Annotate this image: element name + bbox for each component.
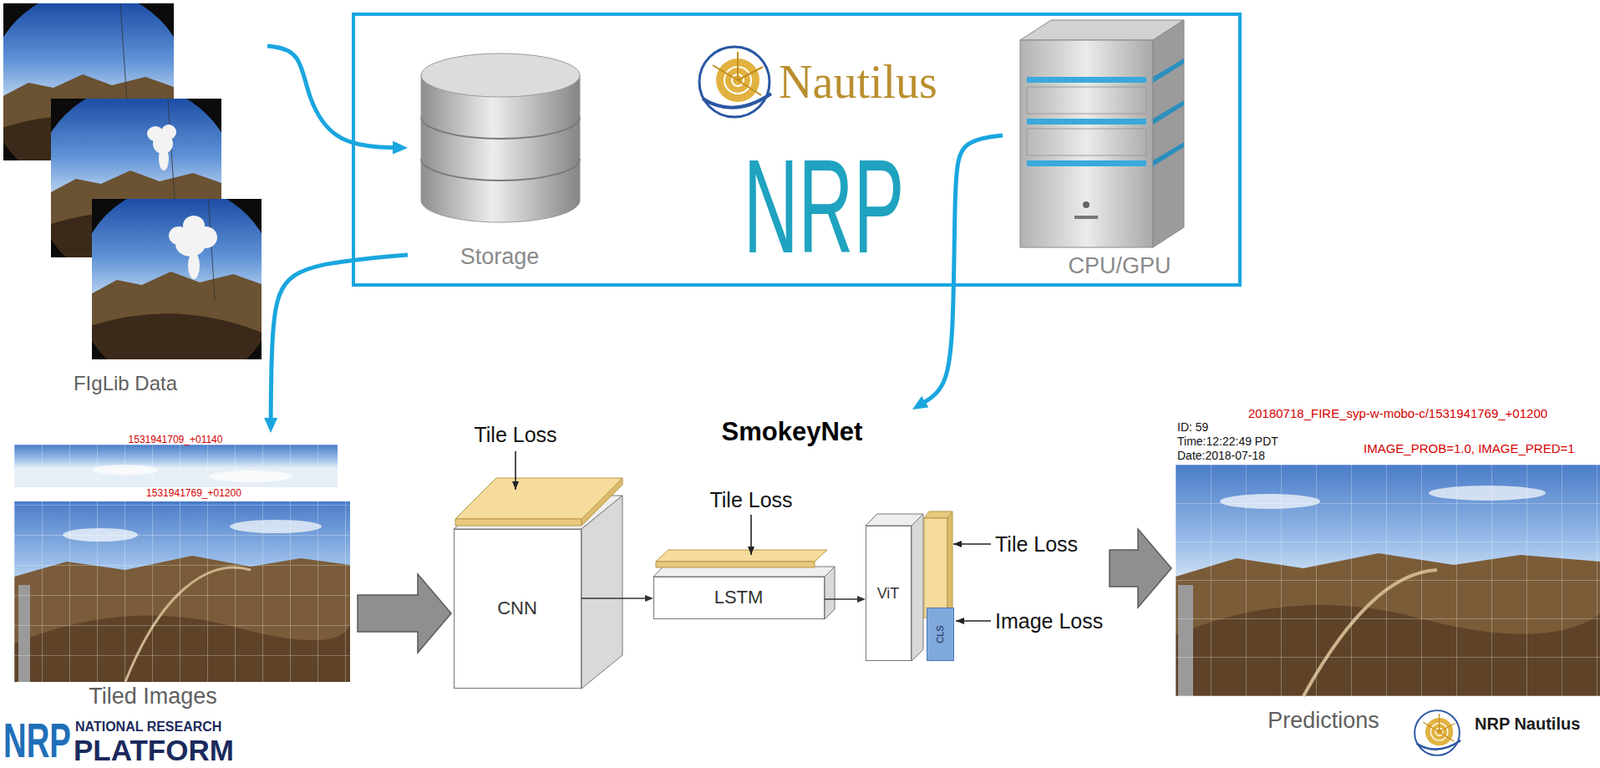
node-label: Nautilus — [778, 55, 938, 109]
camera-frame — [91, 198, 262, 360]
loss-label: Tile Loss — [473, 422, 557, 447]
logo-mark: NRP — [3, 716, 72, 765]
cnn-block: CNN — [453, 528, 582, 689]
prediction-image: Predictions — [1173, 462, 1598, 736]
loss-pointer — [514, 451, 517, 490]
server-icon — [1020, 20, 1184, 248]
cluster-frame: NautilusNRP Storage CPU/GPU — [351, 12, 1242, 287]
node-label: FIgLib Data — [73, 371, 178, 396]
node-label: LSTM — [714, 586, 764, 608]
frame-time: Time:12:22:49 PDT — [1177, 434, 1279, 448]
timestamp-label: 1531941709_+01140 — [128, 434, 224, 447]
smoke-plume — [168, 215, 218, 280]
data-arrow — [824, 598, 859, 600]
image-stack: FIgLib Data — [3, 3, 268, 402]
nautilus-icon — [1414, 710, 1461, 756]
smoke-plume — [147, 124, 177, 171]
file-name: 20180718_FIRE_syp-w-mobo-c/1531941769_+0… — [1248, 406, 1548, 421]
lstm-slab — [653, 549, 835, 620]
server-tower: CPU/GPU — [1002, 16, 1204, 281]
frame-id: ID: 59 — [1177, 420, 1209, 434]
logo-text: NRP Nautilus — [1474, 714, 1580, 734]
prediction-result: IMAGE_PROB=1.0, IMAGE_PRED=1 — [1363, 441, 1575, 456]
flow-arrow — [267, 45, 395, 148]
tiled-frames — [14, 444, 351, 682]
data-arrow — [581, 597, 646, 600]
node-label: CLS — [934, 624, 946, 643]
node-label: ViT — [877, 584, 900, 602]
frame-date: Date:2018-07-18 — [1177, 448, 1265, 463]
tiled-image: Tiled Images — [8, 432, 356, 712]
loss-label: Image Loss — [995, 609, 1103, 634]
flow-arrow — [924, 135, 1003, 403]
node-label: Storage — [460, 243, 540, 270]
flow-arrow — [270, 254, 408, 420]
storage-drum — [421, 53, 580, 223]
loss-pointer — [953, 543, 991, 545]
cls-token: CLS — [926, 607, 955, 661]
loss-label: Tile Loss — [709, 487, 793, 513]
camera-frames — [3, 3, 262, 360]
model-group: SmokeyNetCNN LSTM ViT CLS — [438, 409, 1108, 707]
node-label: Tiled Images — [88, 683, 218, 710]
nautilus-icon — [699, 46, 772, 117]
storage-cylinder: Storage — [407, 48, 595, 281]
lstm-block: LSTM — [653, 576, 825, 620]
loss-pointer — [955, 619, 991, 622]
loss-pointers — [515, 451, 991, 621]
logo-subtitle: NATIONAL RESEARCH — [75, 719, 222, 735]
node-label: CNN — [497, 597, 538, 619]
node-label: SmokeyNet — [721, 416, 864, 447]
cnn-cube — [453, 477, 623, 689]
node-label: Predictions — [1267, 707, 1380, 734]
logo-title: PLATFORM — [73, 735, 234, 765]
block-arrow — [1109, 528, 1172, 608]
block-arrow — [357, 573, 452, 653]
vit-block: ViT — [865, 525, 912, 661]
timestamp-label: 1531941769_+01200 — [146, 487, 242, 500]
loss-pointer — [750, 514, 752, 555]
loss-label: Tile Loss — [995, 532, 1078, 557]
node-label: NRP — [743, 139, 905, 274]
prediction-frame — [1175, 464, 1600, 696]
vit-slab — [865, 511, 953, 661]
node-label: CPU/GPU — [1067, 253, 1171, 280]
